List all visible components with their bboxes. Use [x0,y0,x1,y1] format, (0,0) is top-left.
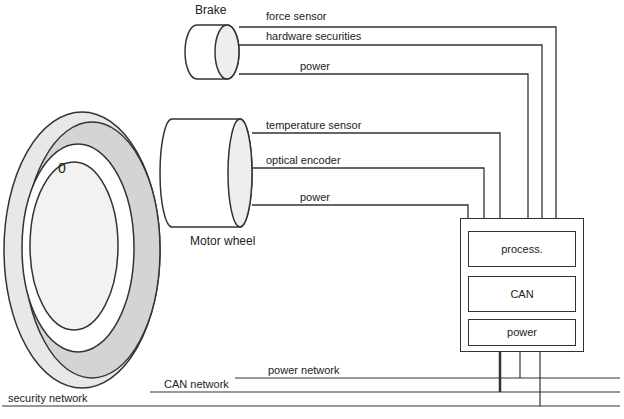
rim [22,144,134,352]
node-text: Brake [195,3,226,17]
node-text: CAN [510,288,533,301]
network-label: power network [266,364,342,377]
wire-connector [239,74,528,218]
wire-label: power [298,60,332,73]
security-drop [539,352,540,406]
wire-label: hardware securities [264,30,363,43]
rim-inner [30,162,118,330]
wire-label: power [298,191,332,204]
power-network-line [235,377,620,378]
power-drop [519,352,520,378]
wire-label: temperature sensor [264,119,363,132]
wire-label: optical encoder [264,154,343,167]
can-drop [499,352,502,392]
node-text: Motor wheel [190,234,255,248]
process-box: process. [468,231,576,267]
node-text: power [507,326,537,339]
wire-connector [252,133,500,218]
wire-label: force sensor [264,10,329,23]
can-network-line [150,391,620,392]
brake-cylinder: Brake [185,24,239,80]
wire-connector [252,168,484,218]
wire-connector [239,45,542,218]
controller-box: process. CAN power [460,218,584,352]
can-box: CAN [468,276,576,312]
wire-connector [239,27,556,218]
wire-connector [252,205,468,218]
network-label: security network [6,392,89,405]
cylinder-outline [185,24,239,80]
tire [4,112,160,388]
security-network-line [2,405,620,406]
callout-number: 0 [56,160,68,176]
node-text: process. [501,243,543,256]
cylinder-outline [160,118,252,228]
power-box: power [468,319,576,346]
network-label: CAN network [162,378,231,391]
motor-cylinder: Motor wheel [160,118,252,228]
